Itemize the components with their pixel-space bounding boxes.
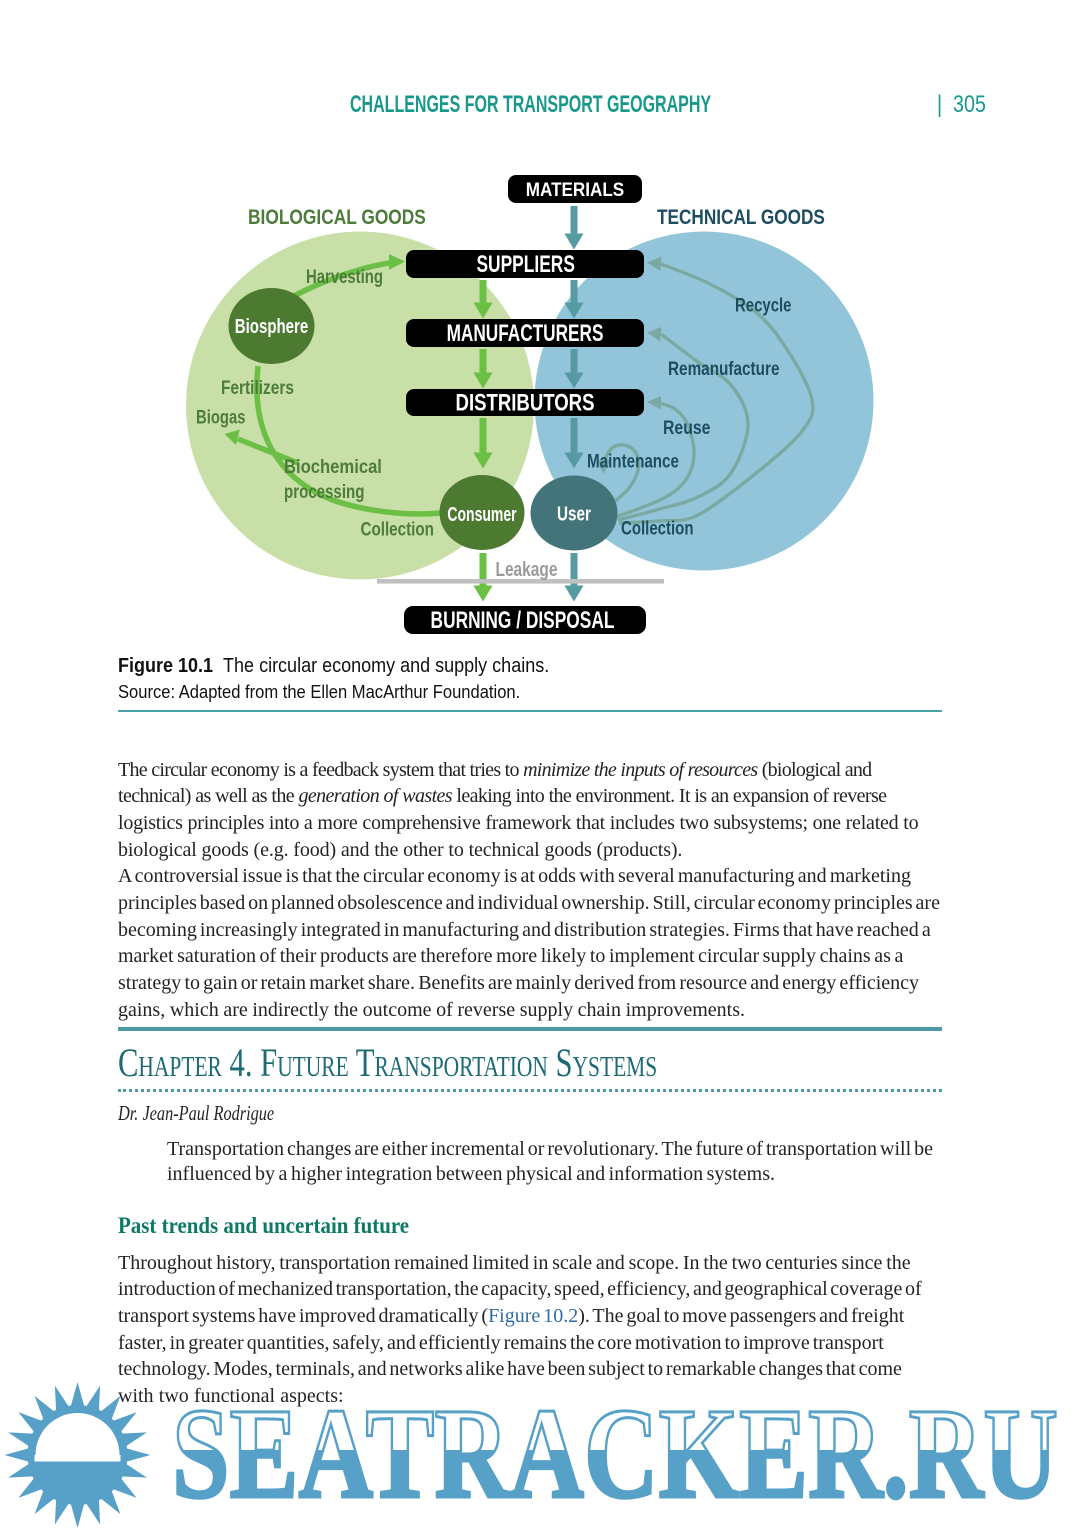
svg-text:Remanufacture: Remanufacture bbox=[668, 357, 779, 379]
svg-text:Biochemical: Biochemical bbox=[284, 456, 382, 477]
svg-text:Harvesting: Harvesting bbox=[306, 266, 383, 287]
svg-text:BIOLOGICAL GOODS: BIOLOGICAL GOODS bbox=[248, 207, 426, 230]
svg-text:Collection: Collection bbox=[621, 518, 694, 539]
svg-text:Recycle: Recycle bbox=[735, 295, 791, 316]
svg-text:SEATRACKER.RU: SEATRACKER.RU bbox=[172, 1382, 1058, 1526]
svg-text:Consumer: Consumer bbox=[447, 502, 516, 525]
svg-text:Fertilizers: Fertilizers bbox=[221, 376, 294, 398]
svg-text:Maintenance: Maintenance bbox=[587, 450, 679, 472]
svg-text:Biogas: Biogas bbox=[196, 407, 245, 428]
svg-text:TECHNICAL GOODS: TECHNICAL GOODS bbox=[657, 206, 825, 229]
svg-text:BURNING / DISPOSAL: BURNING / DISPOSAL bbox=[431, 607, 615, 633]
svg-text:Collection: Collection bbox=[361, 518, 434, 540]
svg-text:User: User bbox=[557, 503, 591, 525]
svg-text:Biosphere: Biosphere bbox=[235, 315, 309, 338]
svg-text:DISTRIBUTORS: DISTRIBUTORS bbox=[456, 389, 595, 416]
svg-text:Leakage: Leakage bbox=[496, 558, 558, 580]
svg-text:processing: processing bbox=[284, 480, 364, 502]
svg-text:MANUFACTURERS: MANUFACTURERS bbox=[447, 320, 604, 346]
svg-text:MATERIALS: MATERIALS bbox=[526, 178, 624, 200]
svg-text:SUPPLIERS: SUPPLIERS bbox=[476, 251, 574, 277]
svg-text:Reuse: Reuse bbox=[663, 417, 711, 439]
